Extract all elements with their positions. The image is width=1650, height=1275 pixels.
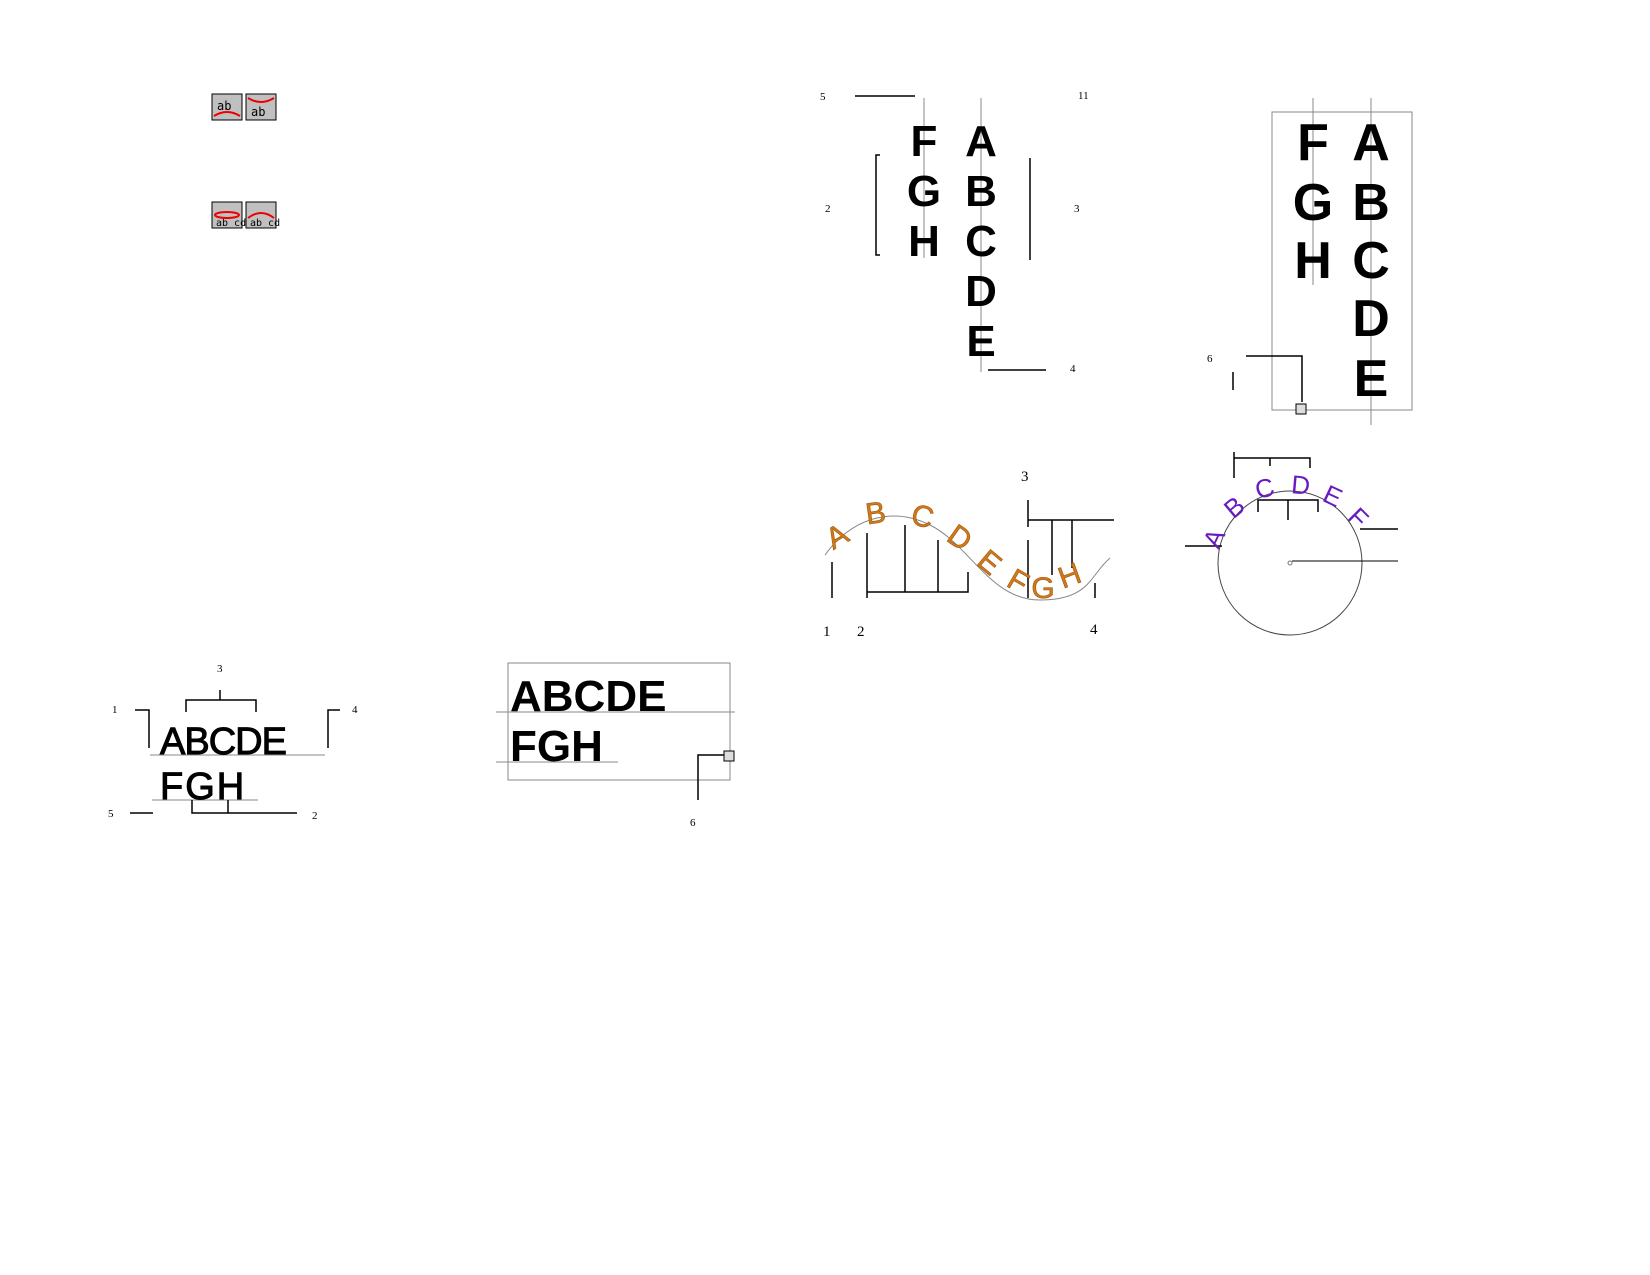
svg-text:ab: ab (217, 99, 231, 113)
svg-text:D: D (1352, 290, 1390, 348)
svg-text:4: 4 (1090, 622, 1098, 638)
svg-text:ab cd: ab cd (250, 218, 280, 229)
svg-text:B: B (965, 167, 997, 216)
svg-text:B: B (863, 496, 887, 531)
svg-text:4: 4 (352, 704, 358, 716)
toolbar: ab ab ab cd ab cd (211, 93, 280, 229)
circle-between-button[interactable]: ab cd (245, 201, 280, 229)
svg-text:F: F (1002, 563, 1034, 601)
svg-text:3: 3 (1074, 203, 1080, 215)
svg-text:B: B (1352, 174, 1390, 232)
svg-text:E: E (966, 317, 995, 366)
svg-text:FGH: FGH (160, 766, 246, 808)
vertical-text-diagram-2: 6 F G H A B C D E (1207, 98, 1413, 425)
svg-text:ABCDE: ABCDE (160, 721, 286, 763)
svg-text:1: 1 (112, 704, 118, 716)
svg-text:C: C (1352, 232, 1390, 290)
horizontal-text-diagram-2: 6 ABCDE FGH (496, 662, 735, 829)
svg-text:A: A (820, 517, 854, 556)
svg-text:C: C (965, 217, 997, 266)
svg-text:6: 6 (1207, 353, 1213, 365)
svg-text:G: G (1031, 572, 1054, 605)
svg-text:1: 1 (823, 624, 831, 640)
arc-below-button[interactable]: ab (211, 93, 243, 121)
circle-inside-button[interactable]: ab cd (211, 201, 246, 229)
svg-text:F: F (1297, 114, 1329, 172)
svg-text:11: 11 (1078, 90, 1089, 102)
svg-text:G: G (1293, 174, 1333, 232)
svg-text:5: 5 (820, 91, 826, 103)
svg-text:5: 5 (108, 808, 114, 820)
svg-text:3: 3 (217, 663, 223, 675)
svg-text:F: F (911, 117, 938, 166)
svg-text:C: C (908, 498, 937, 535)
svg-text:3: 3 (1021, 469, 1029, 485)
svg-text:H: H (1054, 557, 1086, 595)
svg-text:6: 6 (690, 817, 696, 829)
svg-text:A: A (1197, 523, 1232, 552)
svg-text:A: A (965, 117, 997, 166)
svg-text:B: B (1218, 490, 1251, 524)
svg-text:A: A (1352, 114, 1390, 172)
svg-text:ab cd: ab cd (216, 218, 246, 229)
resize-handle[interactable] (1295, 403, 1307, 415)
svg-text:D: D (941, 518, 978, 557)
svg-text:2: 2 (825, 203, 831, 215)
arc-above-icon (247, 97, 275, 103)
svg-text:FGH: FGH (510, 722, 603, 771)
wave-text-diagram: 1 2 3 4 A B C D E F G H (820, 469, 1114, 640)
vertical-text-diagram-1: 5 11 2 3 4 F G H A B C D E (820, 90, 1089, 375)
svg-text:E: E (1319, 479, 1347, 514)
svg-text:ABCDE: ABCDE (510, 672, 666, 721)
arc-below-icon (213, 111, 241, 117)
svg-text:E: E (971, 544, 1008, 582)
svg-text:2: 2 (857, 624, 865, 640)
svg-text:H: H (1294, 232, 1332, 290)
horizontal-text-diagram-1: 3 1 4 5 2 ABCDE FGH (108, 663, 358, 822)
svg-text:4: 4 (1070, 363, 1076, 375)
circle-inside-icon (214, 211, 240, 219)
svg-text:H: H (908, 217, 940, 266)
circle-between-icon (247, 212, 275, 219)
svg-text:ab: ab (251, 105, 265, 119)
circle-text-diagram: A B C D E F (1185, 452, 1398, 636)
svg-text:D: D (1290, 469, 1311, 501)
svg-text:G: G (907, 167, 941, 216)
svg-text:2: 2 (312, 810, 318, 822)
arc-above-button[interactable]: ab (245, 93, 277, 121)
svg-text:E: E (1354, 350, 1389, 408)
svg-text:D: D (965, 267, 997, 316)
resize-handle[interactable] (723, 750, 735, 762)
